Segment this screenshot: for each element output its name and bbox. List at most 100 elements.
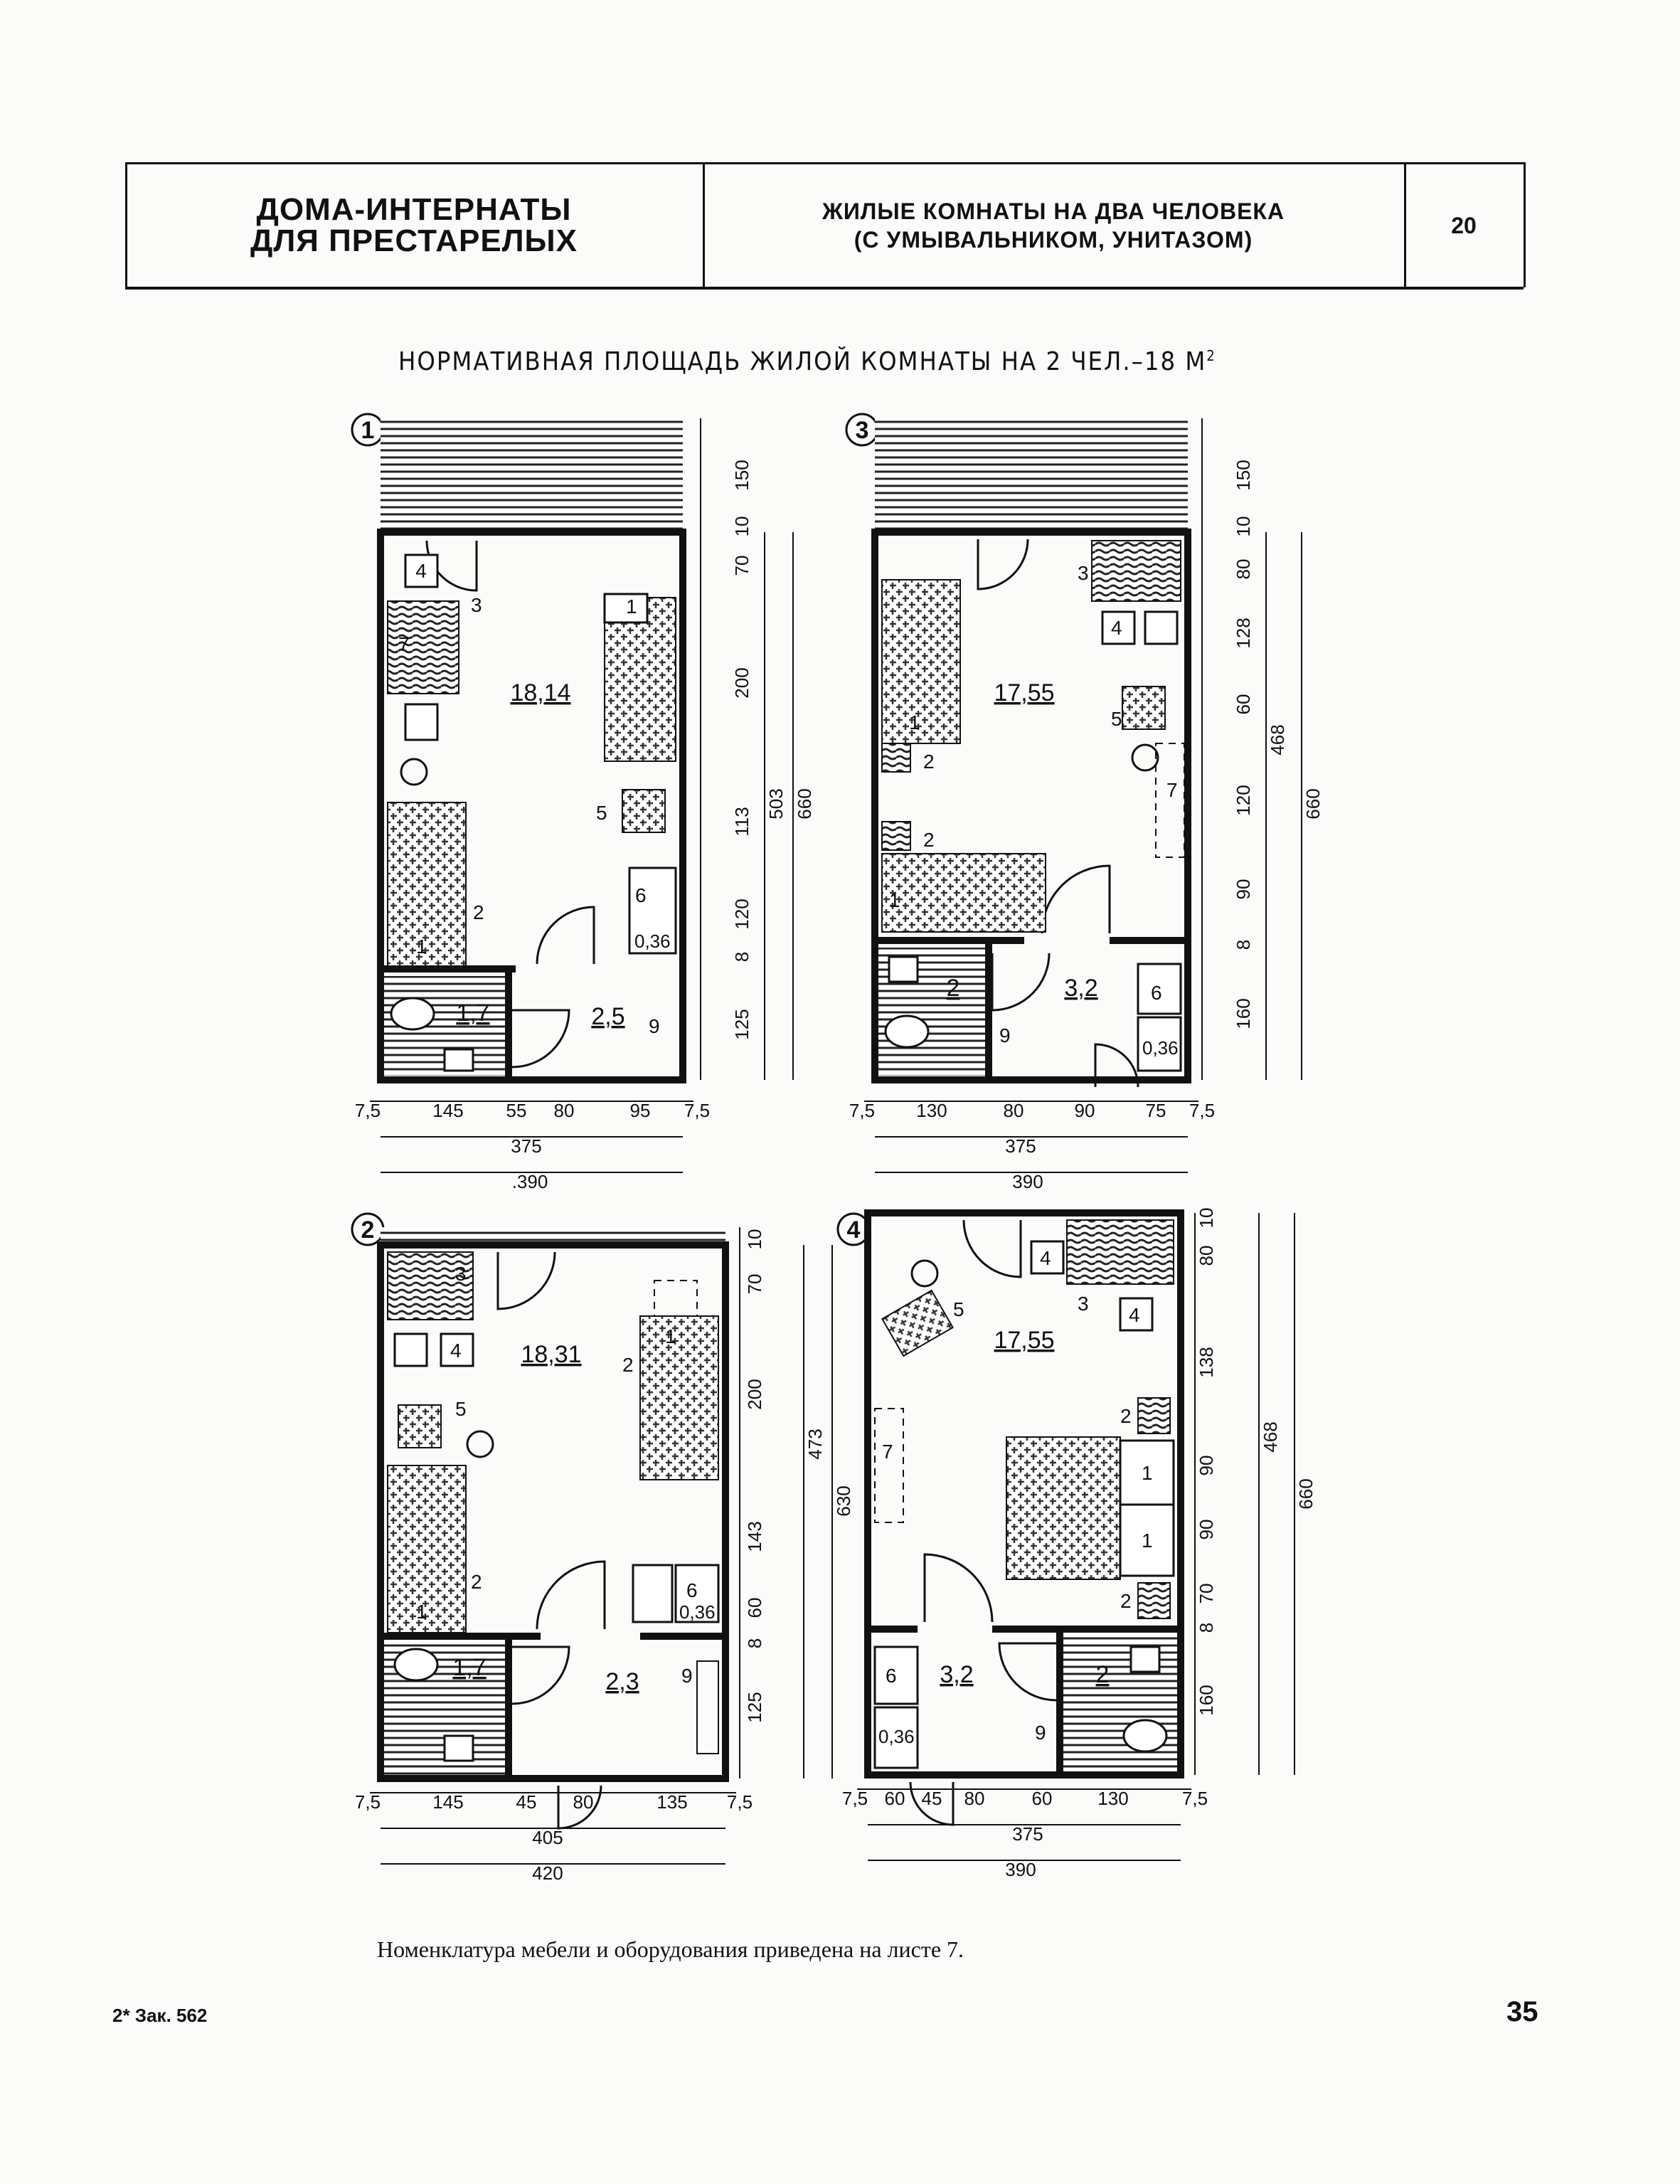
nightstand bbox=[404, 553, 439, 588]
dim-label: 390 bbox=[1005, 1859, 1036, 1880]
furniture-label: 4 bbox=[1129, 1304, 1140, 1326]
dim-label: 7,5 bbox=[1189, 1100, 1215, 1121]
dim-label: 80 bbox=[1196, 1246, 1217, 1266]
room-walls bbox=[377, 529, 686, 1083]
dim-label: 630 bbox=[833, 1485, 854, 1516]
bathroom-area: 2 bbox=[1096, 1661, 1110, 1688]
cabinet bbox=[873, 1706, 919, 1769]
dim-label: 375 bbox=[511, 1135, 541, 1157]
room-walls bbox=[871, 529, 1191, 1083]
toilet bbox=[390, 997, 435, 1031]
pillow bbox=[1119, 1439, 1175, 1506]
door-swing bbox=[536, 906, 595, 965]
norm-superscript: 2 bbox=[1206, 347, 1216, 364]
desk bbox=[874, 1408, 904, 1523]
divider bbox=[1404, 164, 1406, 287]
dim-label: 70 bbox=[731, 556, 753, 576]
furniture-label: 9 bbox=[681, 1665, 693, 1687]
dim-label: 10 bbox=[1233, 516, 1254, 537]
plan-number: 4 bbox=[847, 1216, 861, 1244]
wardrobe bbox=[387, 600, 459, 694]
furniture-label: 2 bbox=[923, 751, 935, 773]
furniture-label: 1 bbox=[416, 935, 427, 958]
dim-label: 420 bbox=[532, 1862, 563, 1884]
toilet bbox=[884, 1014, 930, 1049]
bed bbox=[387, 802, 467, 967]
furniture-label: 9 bbox=[999, 1024, 1011, 1046]
armchair bbox=[404, 703, 439, 741]
door-swing bbox=[991, 953, 1051, 1012]
bedside-table bbox=[881, 821, 911, 851]
dim-label: 90 bbox=[1196, 1520, 1217, 1540]
furniture-label: 3 bbox=[1078, 1293, 1089, 1315]
lamp bbox=[1131, 743, 1159, 772]
bedside-table bbox=[881, 743, 911, 773]
door-swing bbox=[511, 1645, 570, 1705]
furniture-label: 3 bbox=[455, 1263, 467, 1285]
dim-label: 113 bbox=[731, 807, 753, 836]
furniture-label: 5 bbox=[455, 1398, 467, 1420]
toilet bbox=[393, 1648, 439, 1682]
nightstand bbox=[1101, 610, 1136, 645]
balcony bbox=[381, 418, 683, 532]
furniture-label: 0,36 bbox=[878, 1726, 915, 1747]
dim-label: 10 bbox=[1196, 1208, 1217, 1229]
dim-label: 75 bbox=[1146, 1100, 1166, 1121]
nightstand bbox=[1030, 1240, 1065, 1275]
dim-label: 10 bbox=[744, 1229, 765, 1250]
dim-label: 7,5 bbox=[727, 1791, 753, 1813]
furniture-label: 9 bbox=[649, 1015, 660, 1037]
table bbox=[398, 1404, 442, 1448]
dim-label: 60 bbox=[1032, 1788, 1053, 1809]
furniture-label: 6 bbox=[1151, 982, 1162, 1004]
balcony bbox=[875, 418, 1188, 532]
armchair bbox=[393, 1332, 428, 1367]
plan-number: 2 bbox=[361, 1216, 375, 1244]
room-walls bbox=[377, 1241, 729, 1782]
section-title: ДОМА-ИНТЕРНАТЫ ДЛЯ ПРЕСТАРЕЛЫХ bbox=[125, 164, 703, 287]
dim-label: 80 bbox=[554, 1100, 575, 1121]
furniture-label: 5 bbox=[953, 1298, 964, 1320]
dim-label: 130 bbox=[916, 1100, 947, 1121]
dim-label: 473 bbox=[804, 1428, 826, 1459]
dim-label: 7,5 bbox=[849, 1100, 875, 1121]
furniture-label: 3 bbox=[1078, 562, 1089, 584]
furniture-label: 7 bbox=[882, 1441, 893, 1463]
door-swing bbox=[923, 1553, 994, 1623]
dim-label: 660 bbox=[1302, 788, 1324, 819]
bathroom-area: 1,7 bbox=[452, 1654, 486, 1681]
dim-label: 7,5 bbox=[1182, 1788, 1208, 1809]
bathroom-area: 1,7 bbox=[456, 1000, 489, 1027]
armchair bbox=[1119, 1297, 1154, 1332]
dim-label: 10 bbox=[731, 516, 753, 537]
dim-label: 130 bbox=[1097, 1788, 1128, 1809]
furniture-label: 3 bbox=[471, 594, 482, 616]
dim-label: 7,5 bbox=[355, 1791, 381, 1813]
furniture-label: 4 bbox=[1111, 617, 1122, 639]
hall-area: 3,2 bbox=[940, 1661, 973, 1688]
bedside-table bbox=[1137, 1582, 1171, 1619]
table bbox=[881, 1289, 955, 1357]
room-area: 17,55 bbox=[994, 679, 1054, 706]
furniture-label: 2 bbox=[622, 1354, 634, 1376]
room-area: 17,55 bbox=[994, 1327, 1054, 1354]
norm-text: НОРМАТИВНАЯ ПЛОЩАДЬ ЖИЛОЙ КОМНАТЫ НА 2 Ч… bbox=[398, 347, 1207, 376]
plan-number: 3 bbox=[856, 417, 869, 444]
door-swing bbox=[425, 540, 478, 592]
furniture-label: 0,36 bbox=[1142, 1037, 1179, 1059]
dim-label: 160 bbox=[1233, 998, 1254, 1029]
dim-label: 200 bbox=[744, 1379, 765, 1409]
dim-label: 503 bbox=[765, 788, 787, 819]
furniture-label: 6 bbox=[686, 1579, 698, 1601]
dim-label: 90 bbox=[1233, 879, 1254, 900]
wardrobe bbox=[1091, 540, 1181, 602]
washbasin bbox=[443, 1734, 474, 1762]
dim-label: 70 bbox=[744, 1274, 765, 1295]
dim-label: 135 bbox=[656, 1791, 687, 1813]
dim-label: 45 bbox=[922, 1788, 942, 1809]
dim-label: 390 bbox=[1012, 1171, 1043, 1192]
hall-area: 2,5 bbox=[591, 1003, 624, 1030]
furniture-label: 1 bbox=[665, 1325, 676, 1347]
dim-label: 60 bbox=[885, 1788, 905, 1809]
dim-label: 95 bbox=[630, 1100, 651, 1121]
